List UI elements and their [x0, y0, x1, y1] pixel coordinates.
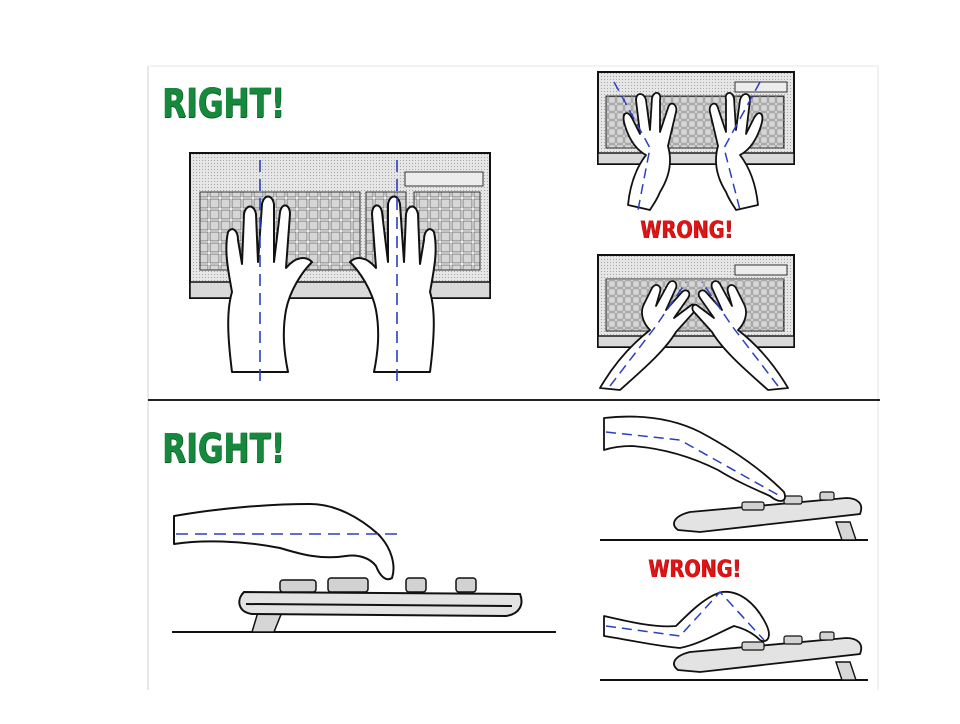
left-hand-correct: [225, 195, 313, 373]
keyboard-side-view-wrong-1: [673, 491, 863, 541]
key: [819, 491, 835, 501]
left-alignment-guide: [613, 81, 651, 211]
keyboard-front-edge: [597, 335, 795, 348]
hands-wrong-2: [599, 280, 789, 391]
forearm-hand-correct: [173, 503, 395, 581]
right-hand-shape: [349, 195, 437, 373]
forearm-alignment-guide: [605, 590, 765, 641]
keyboard-base: [673, 637, 863, 673]
right-alignment-guide: [701, 281, 779, 387]
key: [405, 577, 427, 593]
keyboard-seam: [245, 603, 513, 607]
key: [783, 635, 803, 645]
key: [741, 501, 765, 511]
keyboard-base: [673, 497, 863, 533]
hands-wrong-1: [622, 92, 764, 211]
key: [741, 641, 765, 651]
forearm-alignment-guide: [605, 431, 781, 497]
right-label-top: RIGHT!: [162, 81, 285, 127]
keyboard-side-view-correct: [238, 577, 523, 633]
key: [819, 631, 835, 641]
wrong-label-bottom: WRONG!: [648, 555, 741, 583]
keyboard-indicator-panel: [734, 264, 788, 276]
keyboard-top-view-correct: [189, 152, 491, 299]
keyboard-indicator-panel: [404, 171, 484, 187]
keyboard-indicator-panel: [734, 81, 788, 93]
left-hand-shape: [599, 280, 697, 391]
keyboard-foot: [835, 521, 857, 541]
keyboard-base: [238, 590, 523, 618]
right-hand-shape: [708, 92, 764, 211]
keyboard-side-view-wrong-2: [673, 631, 863, 681]
forearm-hand-wrong-2: [603, 591, 770, 649]
key: [327, 577, 369, 593]
key: [783, 495, 803, 505]
keyboard-top-view-wrong-2: [597, 254, 795, 348]
panel-frame: [147, 65, 880, 690]
left-hand-shape: [225, 195, 313, 373]
forearm-hand-wrong-1: [603, 415, 786, 502]
right-label-bottom: RIGHT!: [162, 426, 285, 472]
key: [455, 577, 477, 593]
right-hand-shape: [691, 280, 789, 391]
left-hand-shape: [622, 92, 678, 211]
key: [279, 579, 317, 593]
wrong-label-top: WRONG!: [640, 216, 733, 244]
keyboard-foot: [835, 661, 857, 681]
left-alignment-guide: [609, 281, 687, 387]
keyboard-front-edge: [597, 152, 795, 165]
right-hand-correct: [349, 195, 437, 373]
right-alignment-guide: [723, 81, 761, 211]
